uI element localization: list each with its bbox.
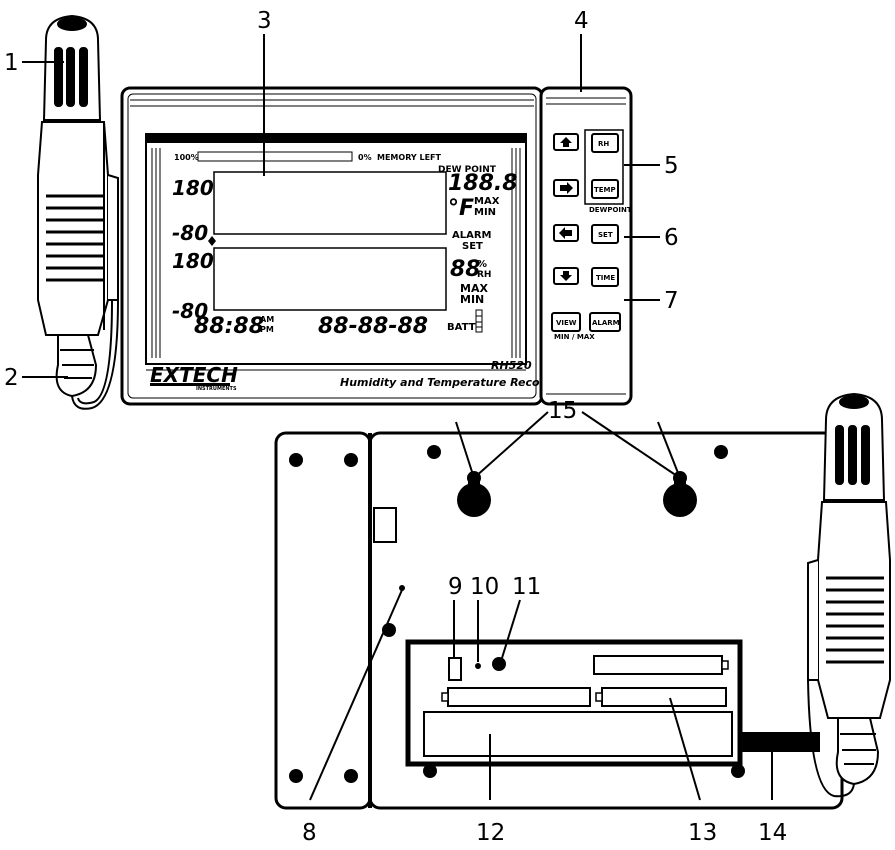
front-sensor-probe <box>37 14 119 410</box>
battery-icon <box>475 309 483 333</box>
up-button[interactable] <box>553 133 579 151</box>
connector-top-right <box>593 655 723 675</box>
arrow-down-icon <box>560 271 572 281</box>
screw-holes <box>289 445 830 783</box>
indicator-led <box>475 663 481 669</box>
arrow-left-icon <box>559 227 572 239</box>
view-button-label: VIEW <box>556 319 577 327</box>
callout-15: 15 <box>548 398 577 424</box>
callout-12: 12 <box>476 820 505 846</box>
callout-6: 6 <box>664 225 679 251</box>
callout-9: 9 <box>448 574 463 600</box>
reset-pinhole <box>399 585 405 591</box>
lcd-scale-bottom-max: 180 <box>172 249 214 273</box>
lcd-max-2: MAX <box>460 282 488 295</box>
temp-button-label: TEMP <box>594 186 616 194</box>
lcd-memory-left: MEMORY LEFT <box>377 153 442 162</box>
callout-2: 2 <box>4 365 19 391</box>
device-tagline: Humidity and Temperature Recorder <box>340 376 566 389</box>
dewpoint-label: DEWPOINT <box>589 206 632 214</box>
callout-leaders <box>22 34 773 801</box>
probe-cable <box>740 732 820 752</box>
rh-button-label: RH <box>598 140 609 148</box>
lcd-max: MAX <box>474 196 500 207</box>
brand-sub: INSTRUMENTS <box>196 386 237 392</box>
switch <box>448 657 462 681</box>
model-number: RH520 <box>491 359 532 372</box>
lcd-dew-point: DEW POINT <box>438 165 497 175</box>
lcd-scale-bottom-min: -80 <box>172 299 208 323</box>
lcd-min-2: MIN <box>460 293 484 306</box>
callout-15-leaders <box>473 411 681 479</box>
wall-mount-keyholes <box>457 471 697 517</box>
lcd-rh: RH <box>477 270 491 280</box>
temp-button[interactable]: TEMP <box>591 179 619 199</box>
lcd-memory-bar <box>197 151 353 162</box>
left-button[interactable] <box>553 224 579 242</box>
lcd-date: 88-88-88 <box>318 314 428 339</box>
lcd-memory-empty: 0% <box>358 153 372 162</box>
view-button[interactable]: VIEW <box>551 312 581 332</box>
time-button[interactable]: TIME <box>591 267 619 287</box>
connector-right <box>601 687 727 707</box>
lcd-pm: PM <box>260 325 274 334</box>
lcd-graph-humidity <box>213 247 447 311</box>
back-sensor-probe <box>807 392 891 798</box>
right-button[interactable] <box>553 179 579 197</box>
lcd-rh-value: 88 <box>450 257 481 282</box>
jack <box>492 657 506 671</box>
callout-10: 10 <box>470 574 499 600</box>
lcd-percent: % <box>477 259 487 270</box>
alarm-button-label: ALARM <box>592 319 620 327</box>
lcd-memory-full: 100% <box>174 153 199 162</box>
callout-11: 11 <box>512 574 541 600</box>
arrow-up-icon <box>560 137 572 147</box>
callout-13: 13 <box>688 820 717 846</box>
lcd-battery-label: BATT <box>447 322 476 333</box>
set-button-label: SET <box>598 231 613 239</box>
callout-3: 3 <box>257 8 272 34</box>
lcd-min: MIN <box>474 207 496 218</box>
callout-7: 7 <box>664 288 679 314</box>
time-button-label: TIME <box>596 274 615 282</box>
lcd-pointer-icon <box>208 236 216 246</box>
lcd-temp-unit: °F <box>448 196 474 221</box>
callout-8: 8 <box>302 820 317 846</box>
back-view <box>274 431 844 810</box>
callout-5: 5 <box>664 153 679 179</box>
lcd-temp-value: 188.8 <box>448 171 518 196</box>
rh-button[interactable]: RH <box>591 133 619 153</box>
lcd-time: 88:88 <box>194 314 264 339</box>
front-button-panel: RH TEMP DEWPOINT SET TIME VIE <box>539 86 633 406</box>
lcd-scale-top-max: 180 <box>172 176 214 200</box>
lcd-graph-temperature <box>213 171 447 235</box>
arrow-right-icon <box>560 182 573 194</box>
lcd-scale-top-min: -80 <box>172 221 208 245</box>
lcd-set: SET <box>462 241 483 252</box>
minmax-label: MIN / MAX <box>554 333 595 341</box>
connector-left <box>447 687 591 707</box>
down-button[interactable] <box>553 267 579 285</box>
alarm-button[interactable]: ALARM <box>589 312 621 332</box>
callout-1: 1 <box>4 50 19 76</box>
callout-numbers: 1 2 3 4 5 6 7 8 9 10 11 12 13 14 15 <box>4 8 787 846</box>
lcd-am: AM <box>260 315 274 324</box>
callout-14: 14 <box>758 820 787 846</box>
lcd-alarm: ALARM <box>452 230 492 241</box>
front-display-unit: 100% 0% MEMORY LEFT DEW POINT 180 -80 18… <box>120 86 566 406</box>
set-button[interactable]: SET <box>591 224 619 244</box>
callout-4: 4 <box>574 8 589 34</box>
